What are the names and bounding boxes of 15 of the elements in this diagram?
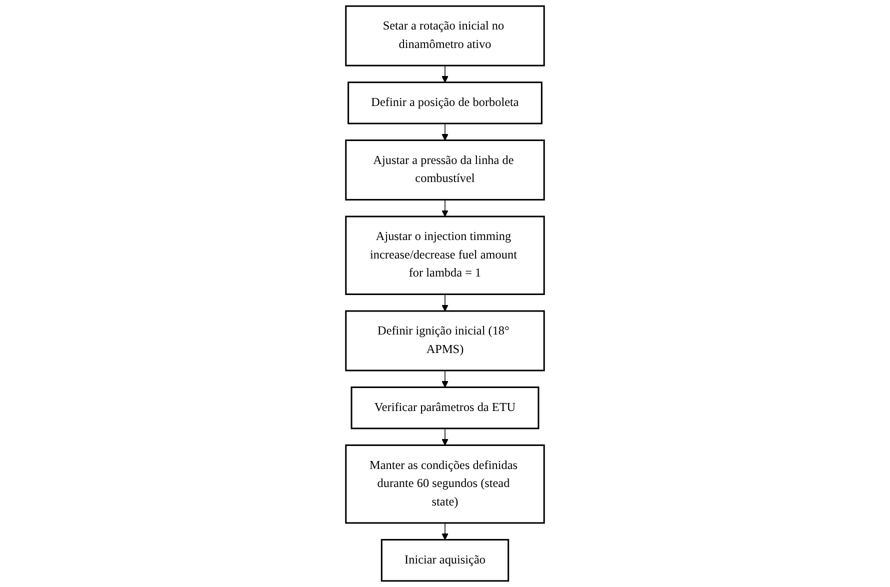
arrow [442,123,448,141]
node-box: Definir a posição de borboleta [348,82,542,124]
node-box: Ajustar o injection timming increase/decrease fuel amount for lambda = 1 [345,216,545,296]
arrow [442,294,448,312]
node-box: Definir ignição inicial (18° APMS) [345,310,545,372]
arrow [442,522,448,540]
arrow [442,428,448,446]
arrow [442,199,448,217]
node-box: Setar a rotação inicial no dinamômetro ativo [345,5,545,66]
node-box: Manter as condições definidas durante 60 segundos (stead state) [345,444,545,524]
arrow [442,65,448,83]
node-box: Iniciar aquisição [380,538,510,582]
arrow [442,370,448,388]
node-box: Ajustar a pressão da linha de combustível [345,140,545,200]
node-box: Verificar parâmetros da ETU [350,386,540,430]
